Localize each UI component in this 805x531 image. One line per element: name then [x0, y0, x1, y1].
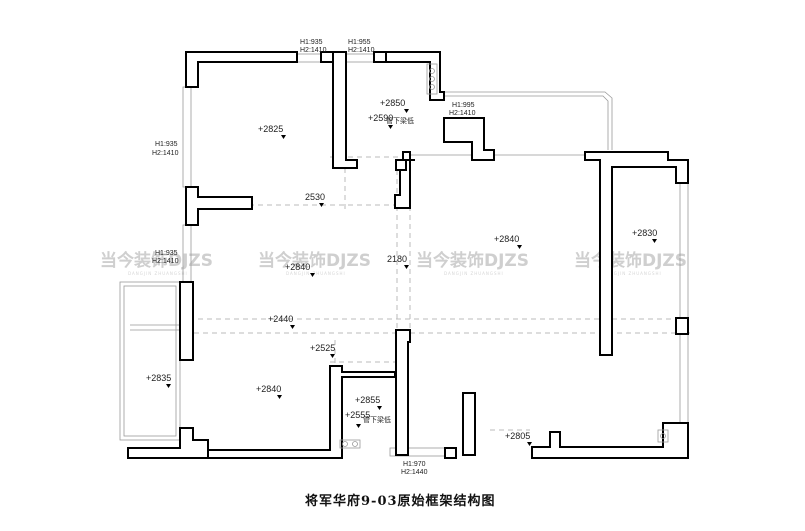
- elevation-markers: [166, 109, 657, 446]
- watermark-sub-3: DANGJIN ZHUANGSHI: [444, 271, 504, 276]
- elev-2840-b: +2840: [285, 262, 310, 272]
- win2-h2: H2:1410: [348, 47, 375, 54]
- elevation-labels: +2825 +2850 +2590 管下梁低 2530 +2840 +2830 …: [146, 98, 657, 441]
- elev-2840-a: +2840: [494, 234, 519, 244]
- win3-h2: H2:1410: [449, 110, 476, 117]
- elev-2825: +2825: [258, 124, 283, 134]
- win4-h2: H2:1410: [152, 150, 179, 157]
- win2-h1: H1:955: [348, 39, 371, 46]
- elev-2855: +2855: [355, 395, 380, 405]
- win6-h1: H1:970: [403, 461, 426, 468]
- win3-h1: H1:995: [452, 102, 475, 109]
- elev-2590: +2590: [368, 113, 393, 123]
- window-labels: H1:935 H2:1410 H1:955 H2:1410 H1:995 H2:…: [152, 39, 476, 476]
- watermark-2: 当今装饰DJZS: [258, 250, 371, 271]
- beam-note-2: 管下梁低: [363, 415, 391, 424]
- watermark-sub-2: DANGJIN ZHUANGSHI: [286, 271, 346, 276]
- elev-2440: +2440: [268, 314, 293, 324]
- win5-h2: H2:1410: [152, 258, 179, 265]
- elev-2850: +2850: [380, 98, 405, 108]
- elev-2525: +2525: [310, 343, 335, 353]
- elev-2805: +2805: [505, 431, 530, 441]
- watermark-4: 当今装饰DJZS: [574, 250, 687, 271]
- win1-h2: H2:1410: [300, 47, 327, 54]
- win6-h2: H2:1440: [401, 469, 428, 476]
- beam-note-1: 管下梁低: [386, 116, 414, 125]
- drawing-title: 将军华府9-03原始框架结构图: [305, 493, 496, 509]
- win1-h1: H1:935: [300, 39, 323, 46]
- elev-2555: +2555: [345, 410, 370, 420]
- elev-2530: 2530: [305, 192, 325, 202]
- elev-2830: +2830: [632, 228, 657, 238]
- watermark-sub-4: DANGJIN ZHUANGSHI: [602, 271, 662, 276]
- walls: [127, 51, 689, 459]
- elev-2180: 2180: [387, 254, 407, 264]
- elev-2840-c: +2840: [256, 384, 281, 394]
- watermark-1: 当今装饰DJZS: [100, 250, 213, 271]
- win5-h1: H1:935: [155, 250, 178, 257]
- elev-2835: +2835: [146, 373, 171, 383]
- win4-h1: H1:935: [155, 141, 178, 148]
- fixtures: [339, 63, 669, 449]
- watermark-sub-1: DANGJIN ZHUANGSHI: [128, 271, 188, 276]
- watermark-3: 当今装饰DJZS: [416, 250, 529, 271]
